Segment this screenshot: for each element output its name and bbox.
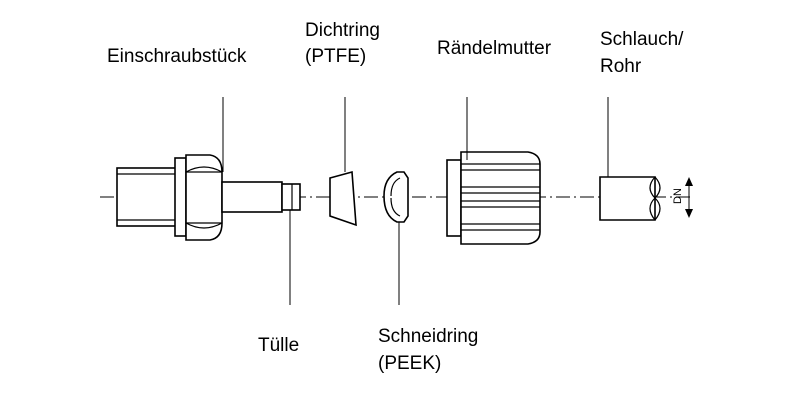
nut-body	[460, 151, 541, 245]
collar	[174, 157, 187, 237]
dn-label: DN	[672, 188, 684, 204]
label-einschraubstueck: Einschraubstück	[107, 46, 247, 67]
label-tuelle: Tülle	[258, 335, 300, 356]
spigot	[221, 181, 283, 213]
schneidring-part	[383, 171, 409, 223]
label-schneidring-line1: Schneidring	[378, 326, 479, 347]
raendelmutter-part	[446, 151, 541, 245]
hex-nut	[185, 154, 223, 241]
label-dichtring-line1: Dichtring	[305, 20, 380, 41]
tuelle-tip	[281, 183, 301, 211]
label-schneidring-line2: (PEEK)	[378, 353, 442, 374]
thread-shank	[116, 167, 178, 227]
dichtring-part	[329, 170, 357, 227]
nut-flange	[446, 159, 462, 237]
label-dichtring-line2: (PTFE)	[305, 46, 367, 67]
einschraubstueck-part	[116, 154, 301, 241]
schlauch-part	[599, 176, 661, 221]
label-schlauch-line1: Schlauch/	[600, 29, 684, 50]
label-raendelmutter: Rändelmutter	[437, 38, 552, 59]
label-schlauch-line2: Rohr	[600, 56, 642, 77]
dn-dimension: DN	[672, 177, 693, 218]
